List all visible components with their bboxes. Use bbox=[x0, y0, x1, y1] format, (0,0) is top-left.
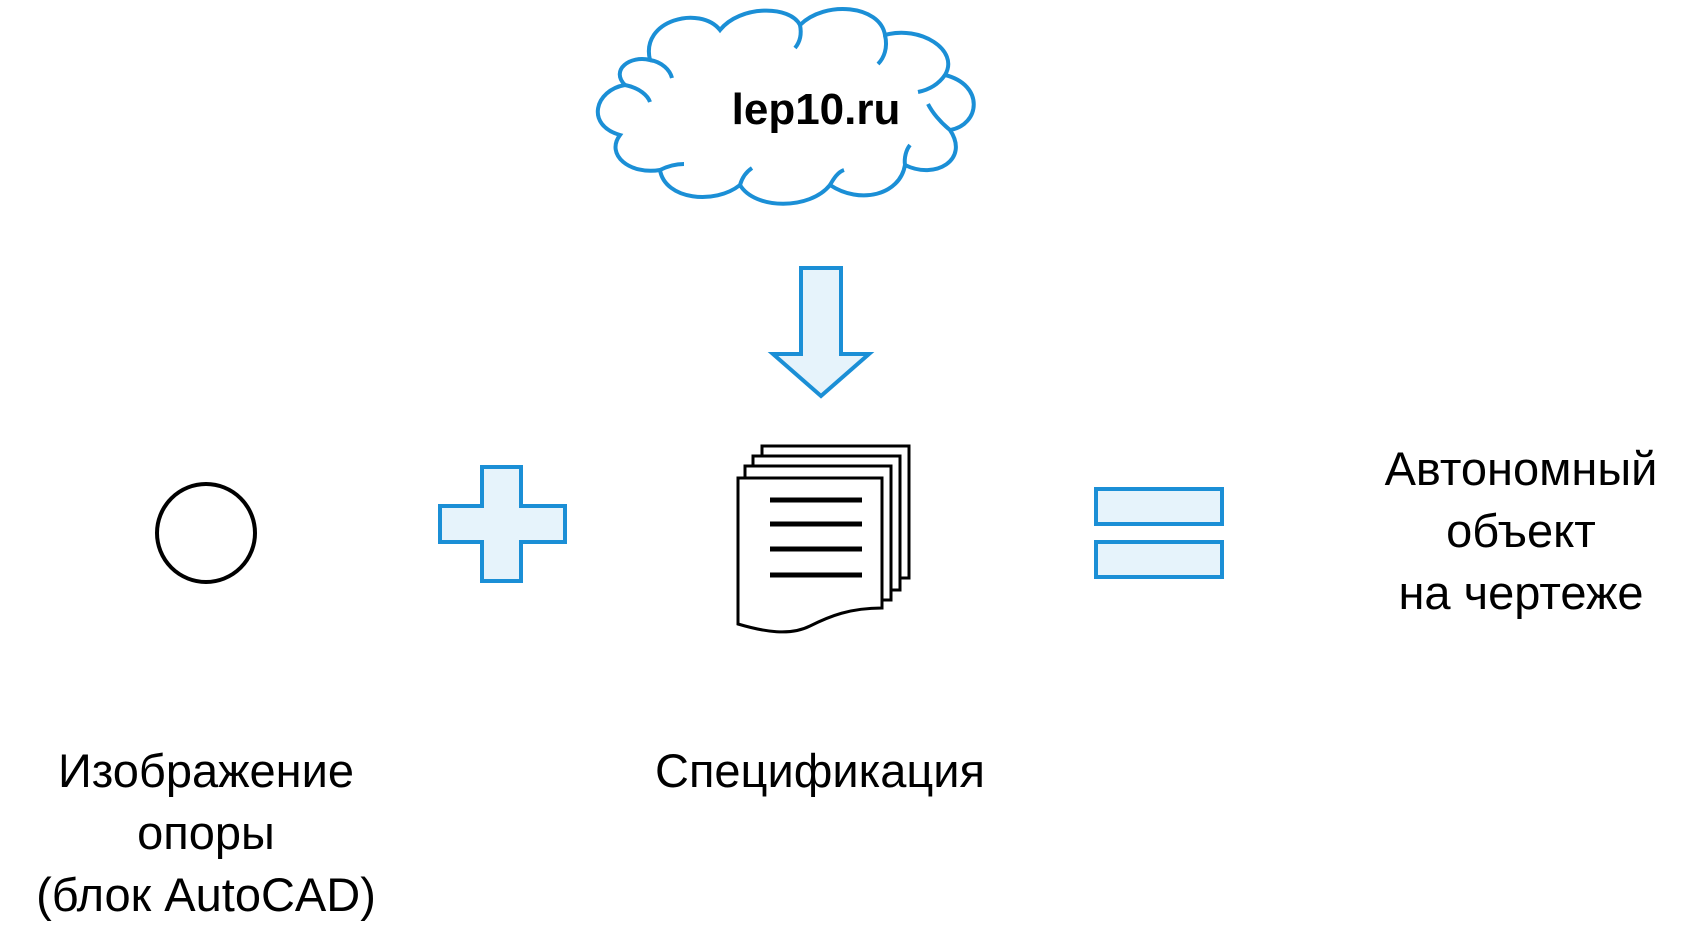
result-label-line-2: объект bbox=[1446, 504, 1596, 557]
result-label-line-1: Автономный bbox=[1384, 442, 1658, 495]
equals-icon bbox=[1094, 487, 1224, 579]
result-label-line-3: на чертеже bbox=[1398, 566, 1644, 619]
support-image-label-line-3: (блок AutoCAD) bbox=[36, 868, 376, 921]
support-image-label-line-1: Изображение bbox=[57, 744, 355, 797]
support-image-label: Изображение опоры (блок AutoCAD) bbox=[0, 740, 412, 926]
specification-label: Спецификация bbox=[655, 744, 985, 797]
support-image-label-line-2: опоры bbox=[137, 806, 275, 859]
result-label: Автономный объект на чертеже bbox=[1356, 438, 1686, 624]
circle-icon bbox=[155, 482, 257, 584]
document-stack-icon bbox=[736, 444, 911, 634]
cloud-icon: lep10.ru bbox=[595, 7, 976, 206]
cloud-label: lep10.ru bbox=[732, 85, 901, 134]
arrow-down-icon bbox=[767, 266, 875, 399]
plus-icon bbox=[438, 465, 567, 583]
